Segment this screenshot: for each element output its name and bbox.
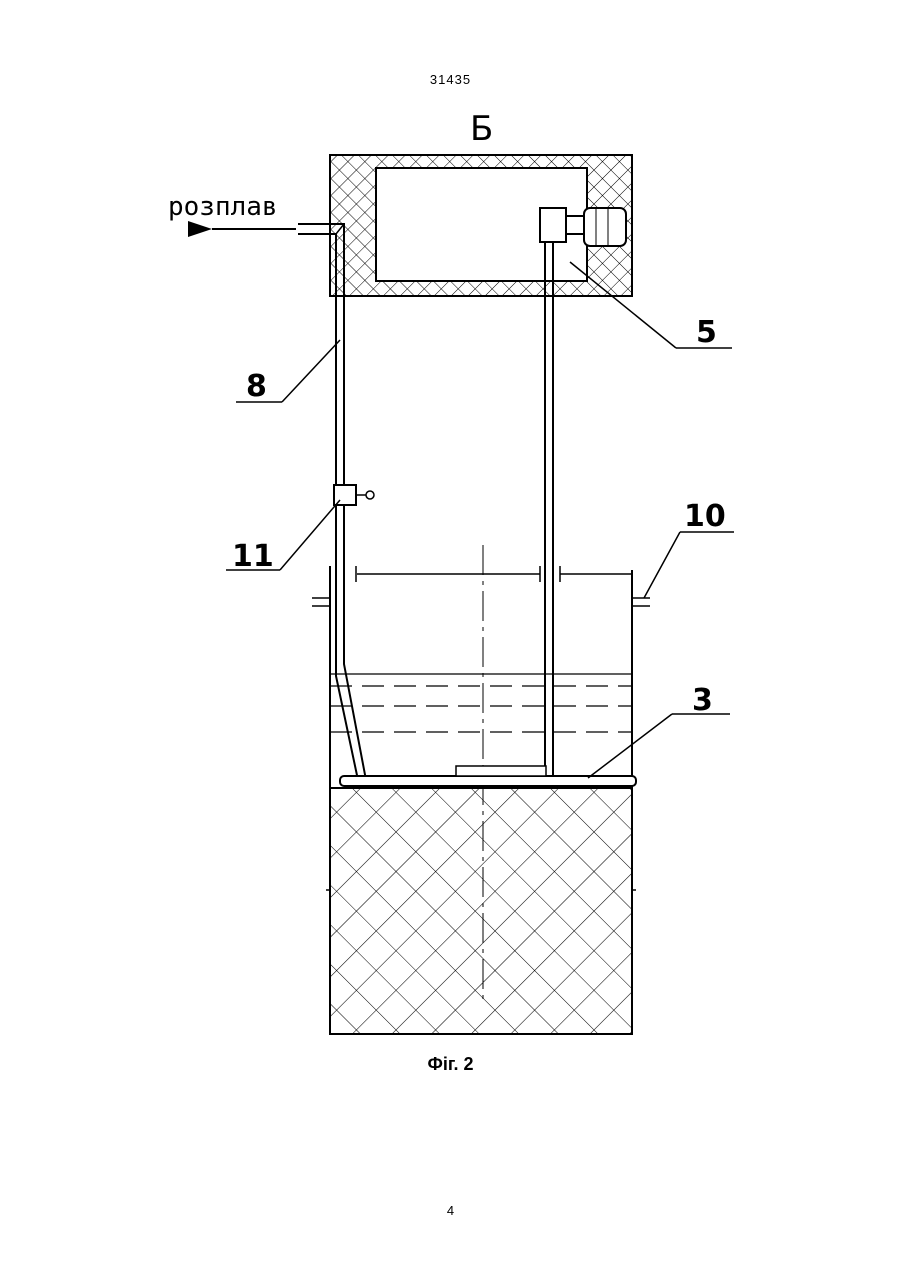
callout-8: 8 [236, 340, 340, 404]
page-number-bottom: 4 [0, 1203, 901, 1218]
svg-text:10: 10 [684, 499, 726, 534]
svg-text:11: 11 [232, 539, 274, 574]
callout-10: 10 [644, 499, 734, 598]
valve [334, 485, 374, 505]
svg-text:3: 3 [692, 683, 713, 718]
svg-text:8: 8 [246, 369, 267, 404]
flow-label: розплав [168, 192, 278, 222]
motor-shaft [545, 242, 553, 778]
section-label: Б [470, 109, 493, 149]
insulated-base [330, 788, 632, 1034]
callout-11: 11 [226, 500, 340, 574]
figure-caption: Фіг. 2 [0, 1054, 901, 1075]
melt-level [330, 674, 632, 732]
svg-text:5: 5 [696, 315, 717, 350]
callout-3: 3 [588, 683, 730, 778]
